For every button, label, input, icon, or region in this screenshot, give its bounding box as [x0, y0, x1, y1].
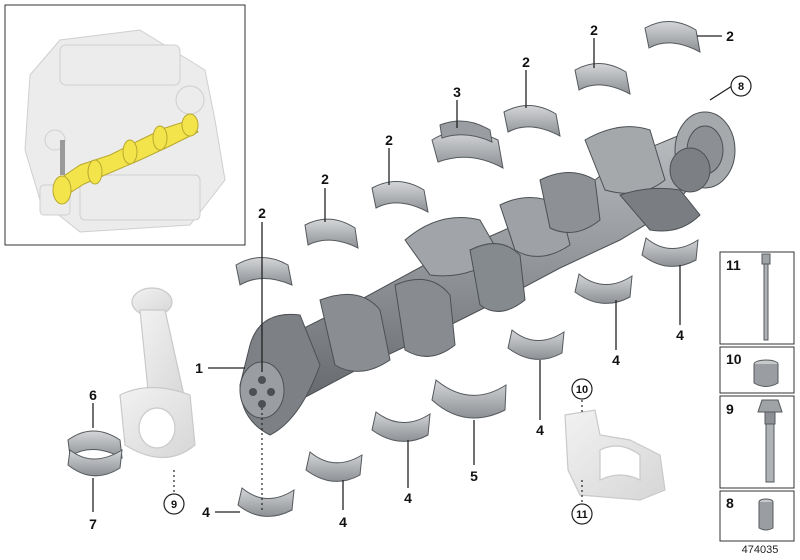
- callout-4: 4: [676, 327, 684, 343]
- crankshaft-highlight: [52, 113, 199, 205]
- bearing-cap-ghost: [564, 409, 666, 501]
- leader-lines: [92, 35, 733, 513]
- callout-1: 1: [195, 360, 203, 376]
- bearing-shell: [574, 63, 631, 95]
- callout-2: 2: [258, 205, 266, 221]
- thrust-bearing-shell: [431, 379, 507, 419]
- side-panel-11-label: 11: [726, 257, 741, 273]
- dowel-pin-icon: [758, 498, 774, 531]
- bearing-shell: [644, 21, 701, 53]
- bearing-shell: [305, 451, 363, 482]
- connecting-rod-ghost: [119, 287, 196, 458]
- svg-text:10: 10: [576, 384, 588, 396]
- svg-text:11: 11: [576, 509, 588, 521]
- callout-4: 4: [536, 422, 544, 438]
- side-parts-panel: 11 10 9 8: [719, 251, 795, 542]
- callout-11-circle: 11: [571, 503, 593, 525]
- svg-text:8: 8: [738, 81, 744, 93]
- reference-number: 474035: [742, 544, 779, 556]
- callouts: 1 2 2 2 2 2 2 3 4 4 4 4 4 4 5 6 7 8 9 10…: [89, 22, 752, 532]
- callout-4: 4: [612, 352, 620, 368]
- bearing-shell: [237, 487, 295, 517]
- bearing-shell: [235, 257, 293, 286]
- callout-2: 2: [321, 171, 329, 187]
- hex-bolt-icon: [757, 399, 783, 483]
- pulley-bolt-holes: [249, 376, 275, 408]
- callout-3: 3: [453, 84, 461, 100]
- side-panel-8: [719, 490, 795, 542]
- connecting-rod-highlight: [60, 140, 65, 175]
- conrod-bearing-shell-lower: [67, 449, 123, 477]
- callout-2: 2: [522, 54, 530, 70]
- bearing-shell: [371, 181, 429, 213]
- callout-10-circle: 10: [571, 378, 593, 400]
- callout-9-circle: 9: [163, 493, 185, 515]
- side-panel-11: [719, 251, 795, 345]
- bearing-shell: [371, 411, 431, 442]
- bearing-shell: [304, 218, 359, 249]
- bearing-shell: [574, 273, 633, 304]
- svg-text:9: 9: [171, 499, 177, 511]
- long-bolt-icon: [761, 253, 771, 341]
- engine-location-inset: [4, 4, 246, 246]
- callout-6: 6: [89, 387, 97, 403]
- sleeve-icon: [753, 359, 779, 387]
- callout-4: 4: [202, 504, 210, 520]
- bearing-shell: [641, 237, 699, 267]
- callout-8-circle: 8: [730, 75, 752, 97]
- callout-2: 2: [590, 22, 598, 38]
- callout-2: 2: [385, 132, 393, 148]
- bearing-shell: [503, 105, 561, 137]
- side-panel-8-label: 8: [726, 495, 734, 511]
- conrod-bearing-shell-upper: [67, 430, 123, 459]
- callout-4: 4: [339, 514, 347, 530]
- callout-5: 5: [470, 468, 478, 484]
- callout-2: 2: [726, 28, 734, 44]
- bearing-shells: [67, 21, 701, 517]
- callout-7: 7: [89, 516, 97, 532]
- side-panel-10-label: 10: [726, 351, 742, 367]
- bearing-shell: [507, 329, 565, 360]
- callout-4: 4: [404, 490, 412, 506]
- side-panel-9-label: 9: [726, 401, 734, 417]
- crankshaft: [239, 111, 736, 436]
